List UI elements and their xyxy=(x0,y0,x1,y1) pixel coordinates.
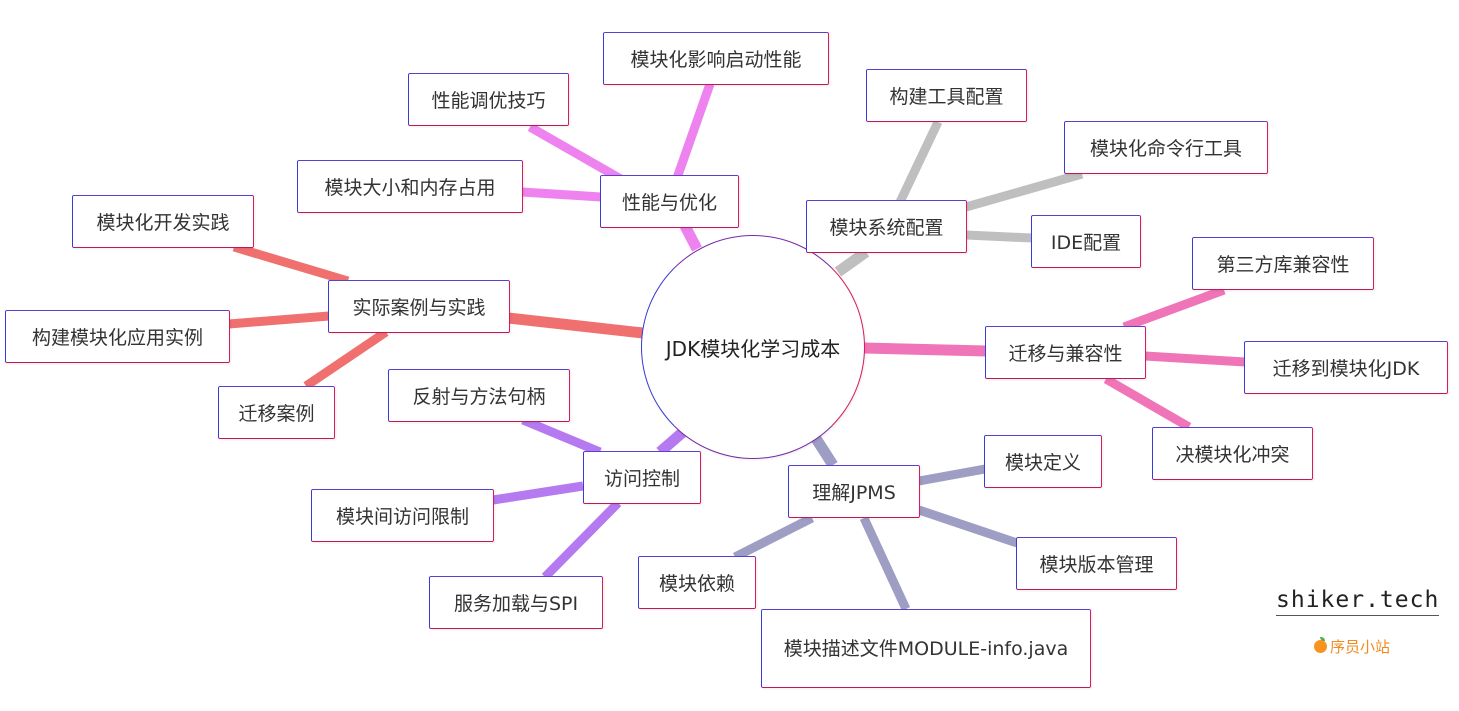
leaf-app-example[interactable]: 构建模块化应用实例 xyxy=(5,310,230,363)
leaf-migration-case[interactable]: 迁移案例 xyxy=(218,386,335,439)
edge-perf-startup xyxy=(672,82,715,180)
edge-root-perf xyxy=(680,223,702,252)
leaf-migrate-jdk[interactable]: 迁移到模块化JDK xyxy=(1244,341,1448,394)
edge-access-spi xyxy=(541,499,622,581)
edge-root-migrate xyxy=(863,342,987,357)
leaf-ide-config[interactable]: IDE配置 xyxy=(1031,215,1141,268)
leaf-cli-tools[interactable]: 模块化命令行工具 xyxy=(1064,121,1268,174)
edge-config-cli xyxy=(964,169,1084,212)
leaf-reflection[interactable]: 反射与方法句柄 xyxy=(388,369,570,422)
edge-perf-tuning xyxy=(527,123,629,186)
edge-root-config xyxy=(834,247,870,277)
leaf-third-party[interactable]: 第三方库兼容性 xyxy=(1192,237,1374,290)
leaf-access-limit[interactable]: 模块间访问限制 xyxy=(311,489,494,542)
edge-jpms-define xyxy=(918,464,986,486)
leaf-conflict[interactable]: 决模块化冲突 xyxy=(1152,427,1313,480)
leaf-dependencies[interactable]: 模块依赖 xyxy=(638,556,756,609)
edge-practice-app xyxy=(228,311,330,329)
leaf-spi[interactable]: 服务加载与SPI xyxy=(429,576,603,629)
edge-root-practice xyxy=(507,312,644,339)
leaf-module-descriptor[interactable]: 模块描述文件MODULE-info.java xyxy=(761,609,1091,688)
root-node[interactable]: JDK模块化学习成本 xyxy=(641,235,865,459)
leaf-dev-practice[interactable]: 模块化开发实践 xyxy=(72,195,254,248)
leaf-module-definition[interactable]: 模块定义 xyxy=(984,435,1102,488)
site-subtitle: 序员小站 xyxy=(1314,636,1390,657)
leaf-build-tools[interactable]: 构建工具配置 xyxy=(866,69,1027,122)
edge-perf-size xyxy=(521,187,602,202)
branch-practice[interactable]: 实际案例与实践 xyxy=(328,280,510,333)
orange-icon xyxy=(1314,637,1327,653)
edge-migrate-thirdparty xyxy=(1122,285,1226,332)
leaf-size-memory[interactable]: 模块大小和内存占用 xyxy=(297,160,523,213)
branch-module-config[interactable]: 模块系统配置 xyxy=(806,200,967,253)
branch-performance[interactable]: 性能与优化 xyxy=(600,175,739,228)
edge-migrate-conflict xyxy=(1103,375,1192,431)
branch-jpms[interactable]: 理解JPMS xyxy=(788,465,920,518)
edge-jpms-descriptor xyxy=(859,516,911,611)
edge-migrate-tojdk xyxy=(1144,351,1246,367)
edge-config-build xyxy=(895,120,943,204)
edge-practice-dev xyxy=(232,242,350,286)
branch-migration[interactable]: 迁移与兼容性 xyxy=(985,326,1146,379)
leaf-startup-performance[interactable]: 模块化影响启动性能 xyxy=(603,32,829,85)
edge-jpms-version xyxy=(917,505,1019,548)
site-subtitle-text: 序员小站 xyxy=(1330,638,1391,656)
edge-config-ide xyxy=(965,230,1033,243)
edge-jpms-deps xyxy=(732,513,815,562)
branch-access-control[interactable]: 访问控制 xyxy=(583,451,701,504)
edge-practice-migcase xyxy=(303,328,389,390)
site-brand: shiker.tech xyxy=(1276,587,1440,616)
leaf-tuning-tips[interactable]: 性能调优技巧 xyxy=(408,73,569,126)
leaf-version-management[interactable]: 模块版本管理 xyxy=(1016,537,1177,590)
edge-root-jpms xyxy=(810,434,838,468)
edge-access-limit xyxy=(492,481,584,505)
edge-access-reflect xyxy=(521,415,602,457)
edge-root-access xyxy=(656,427,687,457)
